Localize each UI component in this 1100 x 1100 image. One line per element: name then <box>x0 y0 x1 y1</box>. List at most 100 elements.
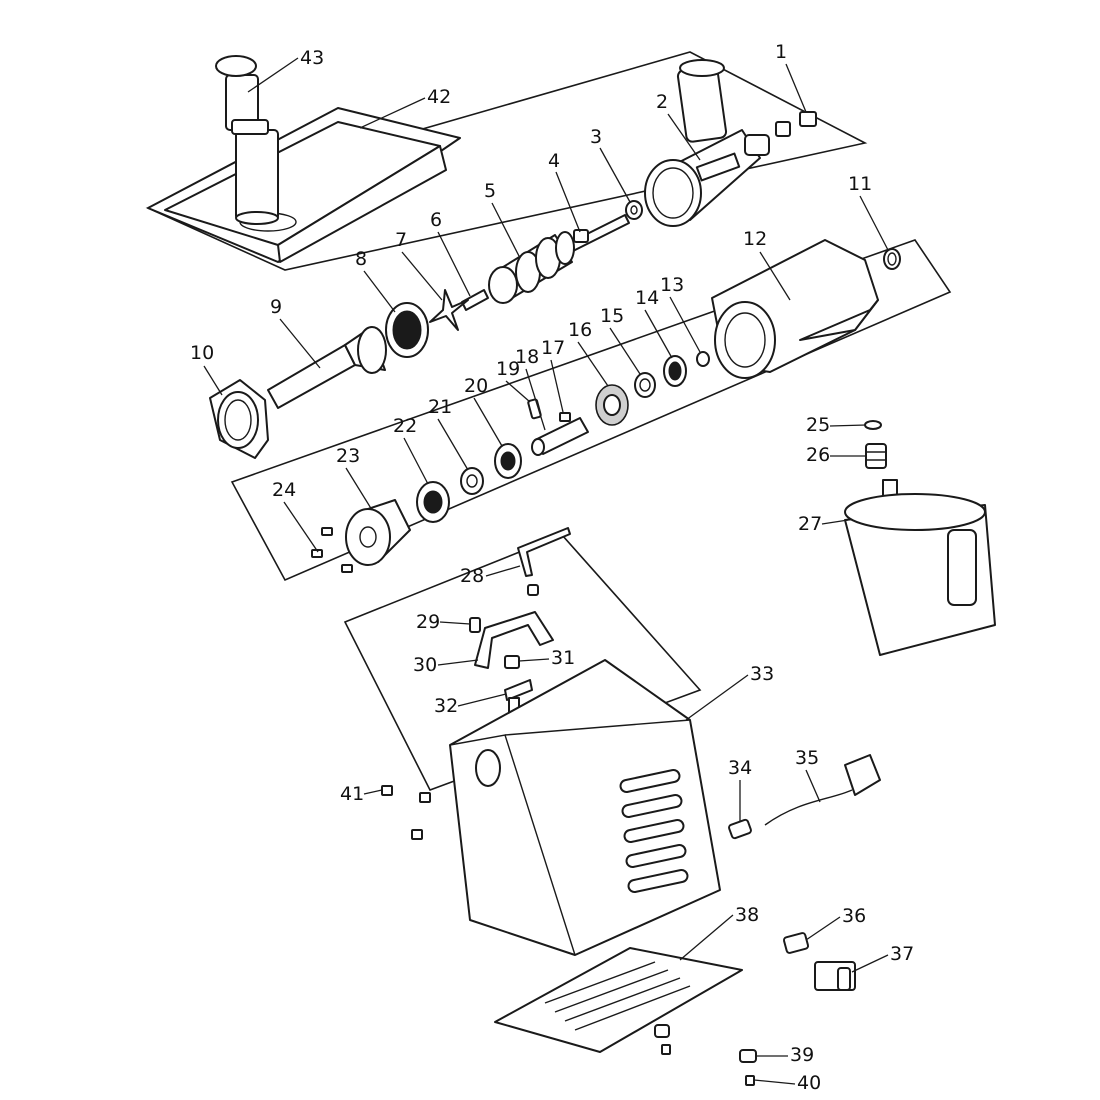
end-cover <box>345 499 411 566</box>
label-12: 12 <box>743 228 767 250</box>
leader-line-28 <box>485 565 521 577</box>
washer <box>625 200 643 220</box>
main-housing <box>449 659 721 956</box>
leader-line-9 <box>279 318 321 369</box>
label-23: 23 <box>336 445 360 467</box>
feed-screw <box>488 231 575 304</box>
o-ring <box>883 248 901 270</box>
spindle <box>564 214 630 254</box>
label-36: 36 <box>842 905 866 927</box>
label-21: 21 <box>428 396 452 418</box>
leader-line-12 <box>759 251 791 301</box>
label-7: 7 <box>395 229 407 251</box>
label-27: 27 <box>798 513 822 535</box>
label-41: 41 <box>340 783 364 805</box>
leader-line-5 <box>491 202 521 259</box>
label-4: 4 <box>548 150 560 172</box>
label-32: 32 <box>434 695 458 717</box>
label-18: 18 <box>515 346 539 368</box>
cord-grommet <box>728 818 752 840</box>
label-20: 20 <box>464 375 488 397</box>
leader-line-1 <box>785 63 807 113</box>
leader-line-27 <box>821 519 849 525</box>
meat-tray <box>147 107 461 263</box>
leader-line-19 <box>505 380 531 403</box>
drive-gear <box>595 384 629 426</box>
housing-screws <box>381 785 431 840</box>
leader-line-10 <box>203 365 223 396</box>
label-16: 16 <box>568 319 592 341</box>
leader-line-13 <box>669 296 701 353</box>
bearing-middle <box>494 443 522 479</box>
leader-line-2 <box>667 113 701 161</box>
label-6: 6 <box>430 209 442 231</box>
leader-line-17 <box>550 359 564 413</box>
stuffing-tube <box>267 326 387 409</box>
label-5: 5 <box>484 180 496 202</box>
label-8: 8 <box>355 248 367 270</box>
frame-housing-assembly <box>343 534 702 791</box>
leader-line-15 <box>609 327 641 375</box>
label-15: 15 <box>600 305 624 327</box>
leader-line-23 <box>345 467 373 511</box>
bearing-lower <box>416 481 450 523</box>
frame-cutting-assembly <box>230 239 952 582</box>
ring-nut <box>209 379 269 459</box>
label-29: 29 <box>416 611 440 633</box>
handle-cap <box>504 655 520 669</box>
switch-connector <box>782 932 810 954</box>
leader-line-18 <box>525 368 546 431</box>
handle-screw <box>469 617 481 633</box>
leader-line-43 <box>247 57 299 93</box>
hex-key <box>517 527 571 596</box>
retaining-clip <box>864 420 882 430</box>
leader-lines <box>203 57 889 1085</box>
leader-line-8 <box>363 270 396 313</box>
label-17: 17 <box>541 337 565 359</box>
bushing-upper <box>634 372 656 398</box>
leader-line-42 <box>359 97 426 129</box>
leader-line-38 <box>679 914 734 961</box>
leader-line-6 <box>437 231 471 297</box>
cutting-knife <box>429 289 469 331</box>
leader-line-29 <box>439 621 471 625</box>
label-42: 42 <box>427 86 451 108</box>
label-2: 2 <box>656 91 668 113</box>
leader-line-11 <box>859 195 889 251</box>
part-labels: 1 2 3 4 5 6 7 8 9 10 11 12 13 14 15 16 1… <box>190 41 914 1094</box>
bushing-lower <box>460 467 484 495</box>
label-10: 10 <box>190 342 214 364</box>
leader-line-33 <box>685 674 749 721</box>
leader-line-36 <box>805 916 841 941</box>
label-3: 3 <box>590 126 602 148</box>
motor <box>844 479 996 656</box>
leader-line-3 <box>599 147 631 203</box>
base-plate <box>494 947 743 1053</box>
grinder-head <box>644 59 770 227</box>
leader-line-41 <box>363 789 383 795</box>
gearbox-housing <box>711 239 879 379</box>
screw-pin <box>461 289 489 311</box>
label-25: 25 <box>806 414 830 436</box>
carry-handle <box>474 611 554 669</box>
leader-line-22 <box>403 437 429 485</box>
label-38: 38 <box>735 904 759 926</box>
group-frames <box>145 51 952 791</box>
key-small <box>559 412 571 422</box>
label-11: 11 <box>848 173 872 195</box>
leader-line-31 <box>518 658 550 662</box>
label-37: 37 <box>890 943 914 965</box>
food-pusher <box>215 55 279 225</box>
label-13: 13 <box>660 274 684 296</box>
leader-line-4 <box>555 171 581 233</box>
label-22: 22 <box>393 415 417 437</box>
label-39: 39 <box>790 1044 814 1066</box>
leader-line-35 <box>805 769 821 803</box>
rubber-foot <box>654 1024 757 1063</box>
bearing-upper <box>663 355 687 387</box>
label-30: 30 <box>413 654 437 676</box>
leader-line-40 <box>753 1079 796 1085</box>
motor-pinion <box>865 443 887 469</box>
nuts <box>775 111 817 137</box>
